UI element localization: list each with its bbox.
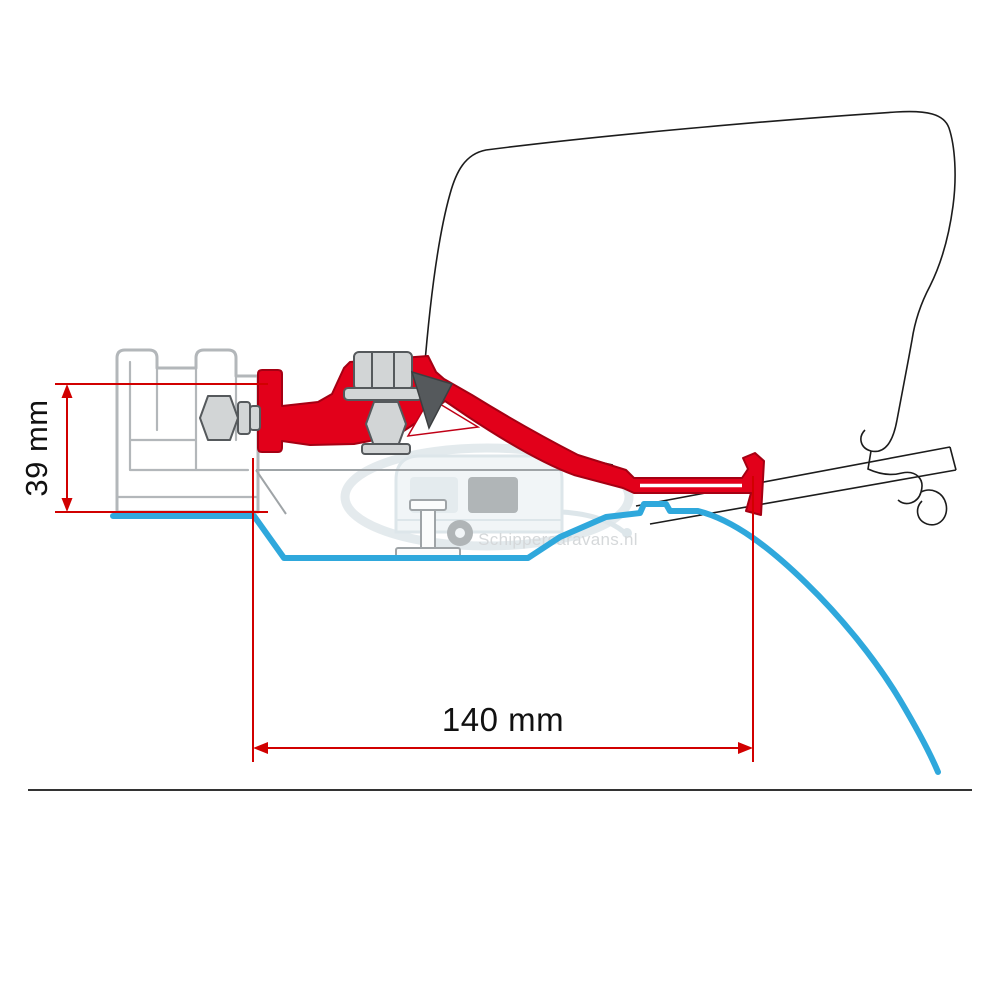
lower-nut-washer — [361, 443, 411, 455]
side-bolt-hex-nut — [199, 395, 239, 441]
top-bolt-washer — [343, 387, 423, 401]
clamp-wedge — [410, 370, 454, 430]
bracket — [199, 351, 765, 516]
dimension-width-arrow-left — [253, 742, 268, 754]
lower-hex-nut — [365, 401, 407, 447]
watermark-swoosh-ellipse — [340, 443, 634, 551]
bracket-hardware — [199, 351, 423, 455]
side-bolt-washer-1 — [237, 401, 251, 435]
dimension-width-label: 140 mm — [442, 701, 564, 738]
vehicle-body-outline — [423, 110, 956, 421]
dimension-height: 39 mm — [19, 383, 268, 513]
channel-bolt-plate — [395, 499, 461, 559]
top-bolt-head-chamfers — [371, 352, 395, 390]
dimension-width: 140 mm — [252, 458, 754, 762]
dimension-width-arrow-right — [738, 742, 753, 754]
roof-channel-detail — [255, 469, 700, 559]
watermark: Schippercaravans.nl — [340, 443, 638, 551]
rail-inner-details — [115, 360, 260, 499]
dimension-height-arrow-up — [61, 384, 73, 398]
caravan-hitch-ball — [622, 528, 632, 538]
dimension-height-arrow-down — [61, 498, 73, 512]
dimension-height-label: 39 mm — [19, 399, 54, 496]
side-bolt-washer-2 — [249, 405, 261, 431]
roof-edge-lines — [635, 446, 957, 525]
awning-rail-profile — [115, 348, 260, 514]
caravan-window-dark — [468, 477, 518, 513]
caravan-wheel-hub — [455, 528, 465, 538]
top-bolt-head — [353, 351, 413, 391]
vehicle-rear-detail — [860, 419, 948, 526]
bolt-plate-stem — [420, 509, 436, 549]
bolt-plate-top-bar — [409, 499, 447, 511]
roof-line — [110, 501, 941, 775]
